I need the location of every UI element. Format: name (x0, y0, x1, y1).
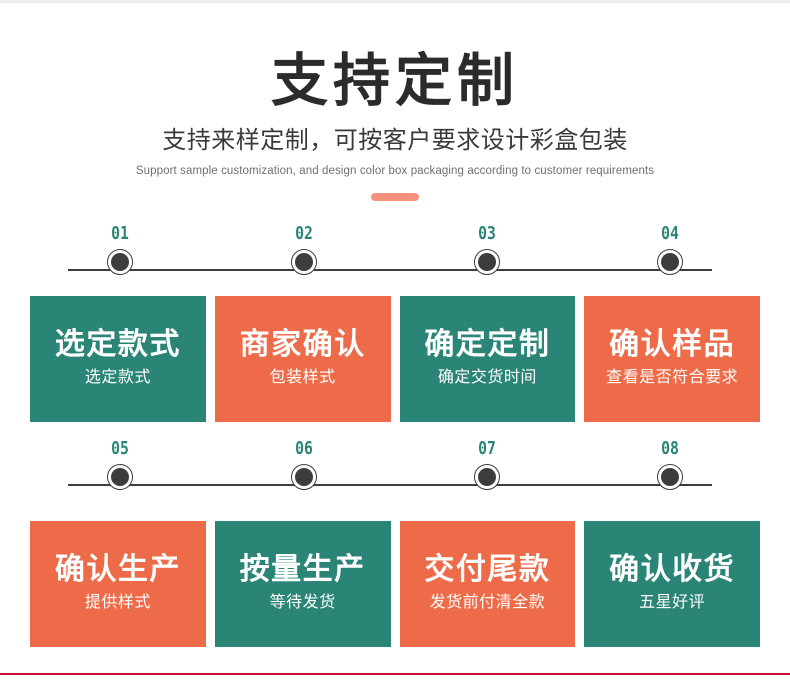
step-number-02: 02 (295, 223, 313, 244)
step-card-title: 商家确认 (239, 326, 366, 362)
step-card-title: 选定款式 (54, 326, 181, 362)
step-card-title: 确认收货 (609, 551, 736, 587)
timeline-dot-icon (107, 464, 133, 490)
step-card-title: 确认生产 (54, 551, 181, 587)
timeline-dot-icon (657, 464, 683, 490)
step-number-06: 06 (295, 438, 313, 459)
timeline-node-05[interactable]: 05 (75, 440, 165, 490)
timeline-dot-icon (291, 464, 317, 490)
step-card-subtitle: 查看是否符合要求 (606, 367, 739, 387)
timeline-node-08[interactable]: 08 (625, 440, 715, 490)
step-number-08: 08 (661, 438, 679, 459)
top-accent-band (0, 0, 790, 3)
timeline-dot-icon (657, 249, 683, 275)
step-number-07: 07 (478, 438, 496, 459)
timeline-line (68, 484, 712, 486)
step-number-03: 03 (478, 223, 496, 244)
bottom-red-rule (0, 673, 790, 675)
step-card-01[interactable]: 选定款式 选定款式 (30, 296, 206, 422)
timeline-dot-icon (474, 249, 500, 275)
timeline-line (68, 269, 712, 271)
timeline-dot-icon (291, 249, 317, 275)
step-card-07[interactable]: 交付尾款 发货前付清全款 (399, 521, 576, 647)
step-number-01: 01 (111, 223, 129, 244)
step-card-subtitle: 等待发货 (269, 592, 336, 612)
step-card-02[interactable]: 商家确认 包装样式 (214, 296, 391, 422)
step-card-subtitle: 确定交货时间 (437, 367, 537, 387)
step-card-04[interactable]: 确认样品 查看是否符合要求 (584, 296, 760, 422)
timeline-node-02[interactable]: 02 (259, 225, 349, 275)
header: 支持定制 支持来样定制，可按客户要求设计彩盒包装 Support sample … (0, 0, 790, 202)
step-card-title: 交付尾款 (424, 551, 551, 587)
step-card-title: 确定定制 (424, 326, 551, 362)
timeline-node-07[interactable]: 07 (442, 440, 532, 490)
step-card-subtitle: 选定款式 (84, 367, 151, 387)
page-title: 支持定制 (271, 48, 519, 114)
step-card-title: 确认样品 (609, 326, 736, 362)
accent-divider-bar (371, 193, 419, 202)
step-card-03[interactable]: 确定定制 确定交货时间 (399, 296, 576, 422)
step-card-subtitle: 提供样式 (84, 592, 151, 612)
timeline-row-2: 05 06 07 08 (0, 440, 790, 490)
timeline-node-06[interactable]: 06 (259, 440, 349, 490)
step-card-row-2: 确认生产 提供样式 按量生产 等待发货 交付尾款 发货前付清全款 确认收货 五星… (30, 521, 760, 647)
step-card-06[interactable]: 按量生产 等待发货 (214, 521, 391, 647)
step-number-05: 05 (111, 438, 129, 459)
subtitle-chinese: 支持来样定制，可按客户要求设计彩盒包装 (162, 125, 628, 154)
timeline-node-01[interactable]: 01 (75, 225, 165, 275)
step-card-08[interactable]: 确认收货 五星好评 (584, 521, 760, 647)
step-card-title: 按量生产 (239, 551, 366, 587)
timeline-row-1: 01 02 03 04 (0, 225, 790, 275)
step-card-subtitle: 五星好评 (639, 592, 706, 612)
timeline-node-04[interactable]: 04 (625, 225, 715, 275)
step-number-04: 04 (661, 223, 679, 244)
step-card-row-1: 选定款式 选定款式 商家确认 包装样式 确定定制 确定交货时间 确认样品 查看是… (30, 296, 760, 422)
step-card-subtitle: 包装样式 (269, 367, 336, 387)
subtitle-english: Support sample customization, and design… (135, 164, 655, 177)
timeline-dot-icon (107, 249, 133, 275)
timeline-dot-icon (474, 464, 500, 490)
timeline-node-03[interactable]: 03 (442, 225, 532, 275)
step-card-subtitle: 发货前付清全款 (429, 592, 546, 612)
step-card-05[interactable]: 确认生产 提供样式 (30, 521, 206, 647)
